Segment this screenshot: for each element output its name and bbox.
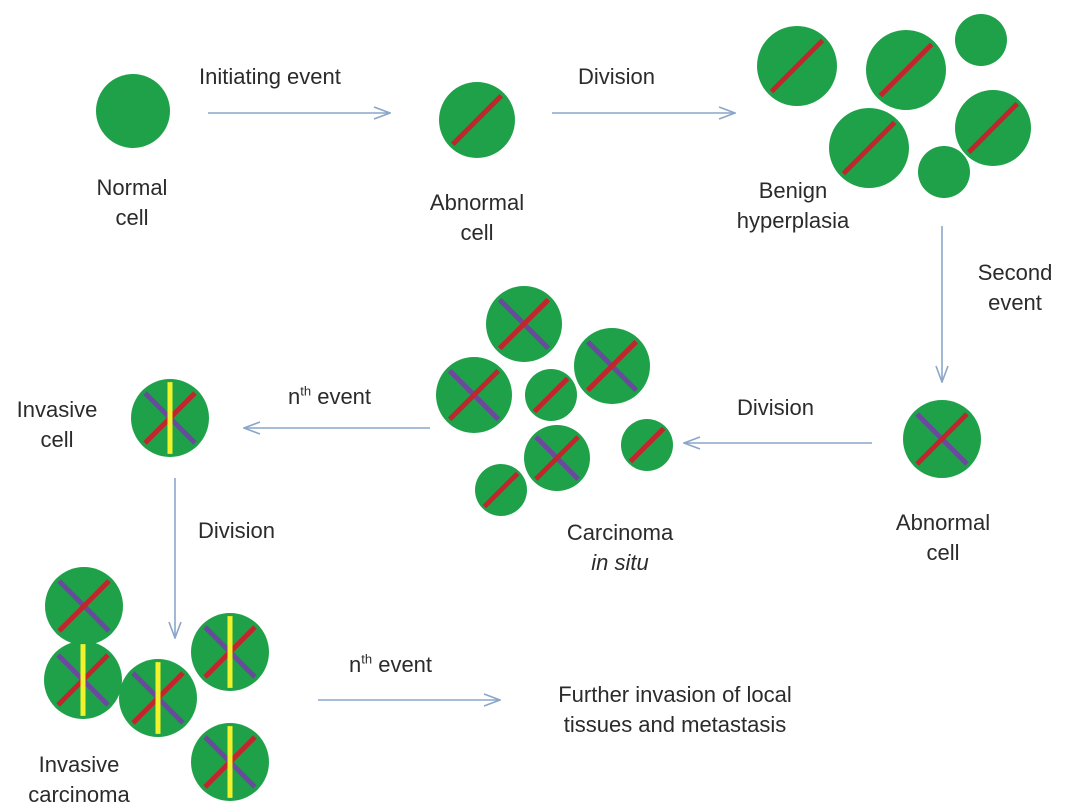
- normal-cell: [96, 74, 170, 148]
- carcinoma-in-situ-label: Carcinoma in situ: [545, 518, 695, 578]
- second-event-line-1: Second: [960, 258, 1069, 288]
- invasive-cell-line-1: Invasive: [2, 395, 112, 425]
- further-invasion-line-2: tissues and metastasis: [510, 710, 840, 740]
- hyperplasia-cell-1: [757, 26, 837, 106]
- in-situ-cell-1: [486, 286, 562, 362]
- benign-hyperplasia-label: Benign hyperplasia: [718, 176, 868, 236]
- nth-rest: event: [311, 384, 371, 409]
- benign-hyperplasia-line-1: Benign: [718, 176, 868, 206]
- in-situ-cell-5: [524, 425, 590, 491]
- second-event-line-2: event: [960, 288, 1069, 318]
- in-situ-cell-4: [574, 328, 650, 404]
- nth-event-label-middle: nth event: [288, 382, 371, 412]
- abnormal-cell-top-label: Abnormal cell: [412, 188, 542, 248]
- abnormal-cell-top: [439, 82, 515, 158]
- nth-n: n: [288, 384, 300, 409]
- hyperplasia-cell-6: [918, 146, 970, 198]
- in-situ-cell-6: [621, 419, 673, 471]
- invasive-carcinoma-cell-3: [119, 659, 197, 737]
- invasive-carcinoma-cell-1: [45, 567, 123, 645]
- abnormal-cell-right-label: Abnormal cell: [878, 508, 1008, 568]
- hyperplasia-cell-2: [866, 30, 946, 110]
- carcinoma-line-1: Carcinoma: [545, 518, 695, 548]
- nth-n-bottom: n: [349, 652, 361, 677]
- nth-sup: th: [300, 384, 311, 399]
- invasive-cell: [131, 379, 209, 457]
- nth-event-label-bottom: nth event: [349, 650, 432, 680]
- abnormal-cell-top-line-1: Abnormal: [412, 188, 542, 218]
- carcinoma-line-2: in situ: [545, 548, 695, 578]
- abnormal-cell-right-line-1: Abnormal: [878, 508, 1008, 538]
- hyperplasia-cell-5: [955, 90, 1031, 166]
- nth-rest-bottom: event: [372, 652, 432, 677]
- cell-body: [96, 74, 170, 148]
- in-situ-cell-3: [525, 369, 577, 421]
- in-situ-cell-7: [475, 464, 527, 516]
- abnormal-cell-right-line-2: cell: [878, 538, 1008, 568]
- invasive-carcinoma-cell-2: [44, 641, 122, 719]
- normal-cell-line-1: Normal: [72, 173, 192, 203]
- cell-body: [918, 146, 970, 198]
- invasive-carcinoma-cell-4: [191, 613, 269, 691]
- nth-sup-bottom: th: [361, 652, 372, 667]
- invasive-carcinoma-line-1: Invasive: [14, 750, 144, 780]
- division-label-top: Division: [578, 62, 655, 92]
- invasive-carcinoma-line-2: carcinoma: [14, 780, 144, 810]
- benign-hyperplasia-line-2: hyperplasia: [718, 206, 868, 236]
- further-invasion-line-1: Further invasion of local: [510, 680, 840, 710]
- normal-cell-line-2: cell: [72, 203, 192, 233]
- further-invasion-label: Further invasion of local tissues and me…: [510, 680, 840, 740]
- invasive-carcinoma-cell-5: [191, 723, 269, 801]
- division-label-middle: Division: [737, 393, 814, 423]
- division-label-left: Division: [198, 516, 275, 546]
- abnormal-cell-right: [903, 400, 981, 478]
- initiating-event-label: Initiating event: [199, 62, 341, 92]
- in-situ-cell-2: [436, 357, 512, 433]
- cell-body: [955, 14, 1007, 66]
- invasive-carcinoma-label: Invasive carcinoma: [14, 750, 144, 810]
- second-event-label: Second event: [960, 258, 1069, 318]
- normal-cell-label: Normal cell: [72, 173, 192, 233]
- invasive-cell-line-2: cell: [2, 425, 112, 455]
- abnormal-cell-top-line-2: cell: [412, 218, 542, 248]
- invasive-cell-label: Invasive cell: [2, 395, 112, 455]
- hyperplasia-cell-3: [955, 14, 1007, 66]
